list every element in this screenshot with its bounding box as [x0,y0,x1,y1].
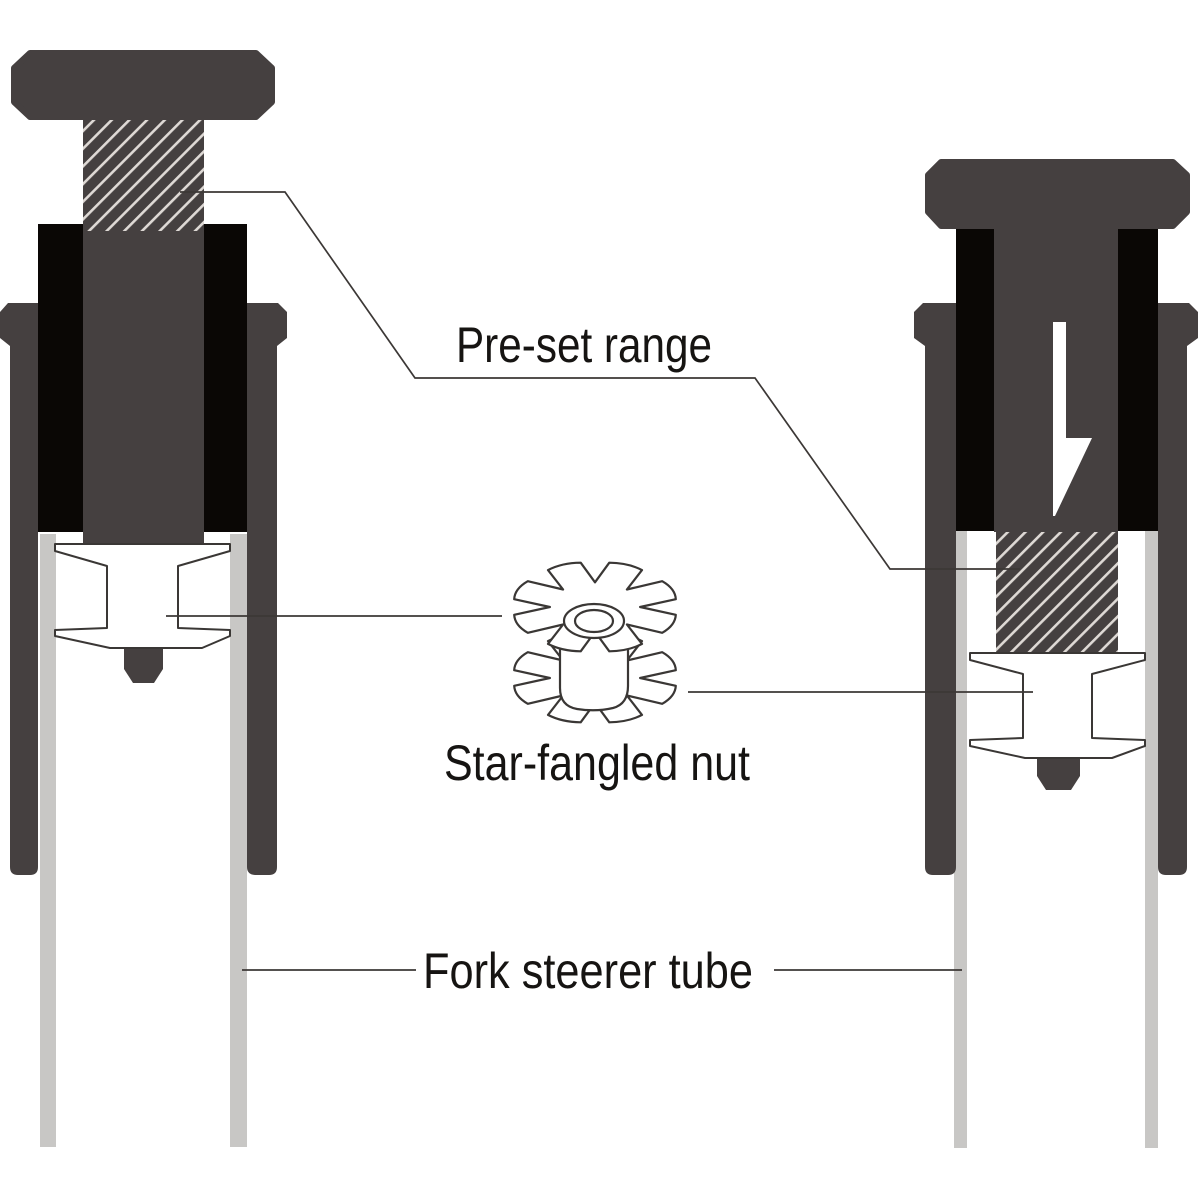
leader-lines [166,191,1033,971]
right-steerer-tube-wall-right [1145,530,1158,1148]
labels: Pre-set range Star-fangled nut Fork stee… [423,317,753,999]
right-cap-head [925,159,1190,229]
right-preset-range-hatch [996,532,1118,652]
right-assembly [914,159,1198,1148]
preset-range-leader-line [180,191,1020,570]
left-bolt-head [11,50,275,120]
left-preset-range-hatch [83,115,204,231]
left-star-nut-section [54,543,231,649]
star-fangled-nut-illustration [513,561,677,724]
right-spacer-left [914,303,956,875]
star-nut-hole-inner [573,608,615,634]
star-fangled-nut-label: Star-fangled nut [444,735,750,791]
right-spacer-right [1158,303,1198,875]
left-steerer-tube-wall-left [40,534,56,1147]
right-cap-wall-right [1118,226,1158,531]
left-spacer-left [0,303,38,875]
star-nut-body-cylinder [558,632,630,712]
left-assembly [0,50,287,1147]
right-cap-wall-left [956,226,994,531]
right-star-nut-section [969,652,1146,759]
left-cap-wall-left [38,224,83,532]
left-spacer-right [247,303,287,875]
right-steerer-tube-wall-left [954,530,967,1148]
left-cap-wall-right [204,224,247,532]
down-arrow-icon [1053,322,1092,516]
left-bolt-tip [124,649,163,683]
right-bolt-tip [1037,759,1080,790]
fork-steerer-tube-label: Fork steerer tube [423,943,753,999]
left-steerer-tube-wall-right [230,534,247,1147]
preset-range-label: Pre-set range [456,317,712,373]
